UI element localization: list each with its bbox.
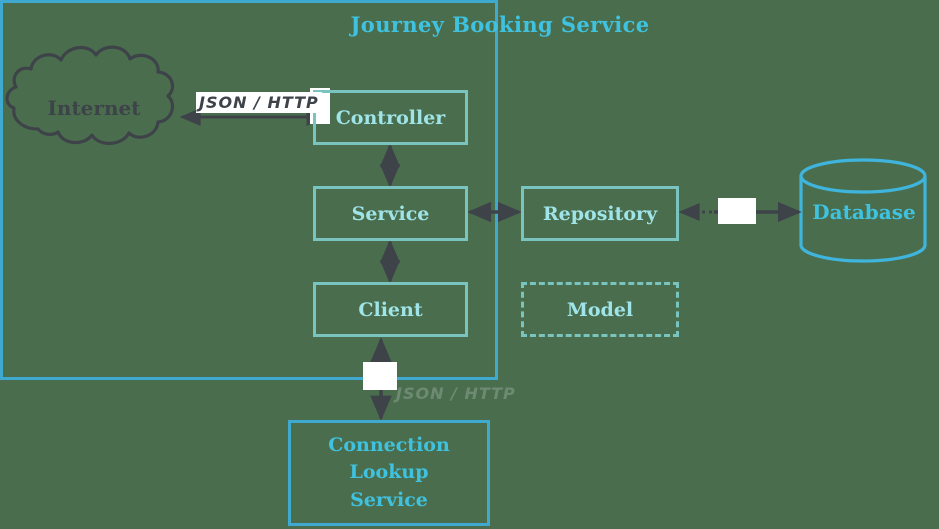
component-controller[interactable]: Controller <box>313 90 468 145</box>
component-controller-label: Controller <box>335 106 446 129</box>
edge-label-client-lookup: JSON / HTTP <box>396 384 516 403</box>
page-title: Journey Booking Service <box>350 12 650 37</box>
edge-label-internet-controller: JSON / HTTP <box>196 92 322 113</box>
journey-booking-service-container <box>0 0 498 380</box>
boundary-break-marker-database <box>718 198 756 224</box>
database-label: Database <box>812 200 916 224</box>
boundary-break-marker-lookup <box>363 362 397 390</box>
internet-label: Internet <box>47 96 141 120</box>
component-model-label: Model <box>566 298 634 321</box>
component-connection-lookup-service[interactable]: Connection Lookup Service <box>288 420 490 526</box>
component-service[interactable]: Service <box>313 186 468 241</box>
component-service-label: Service <box>351 202 430 225</box>
component-client-label: Client <box>358 298 423 321</box>
lookup-line-3: Service <box>350 488 428 511</box>
lookup-line-1: Connection <box>328 433 450 456</box>
lookup-line-2: Lookup <box>349 461 429 484</box>
component-model[interactable]: Model <box>521 282 679 337</box>
component-repository[interactable]: Repository <box>521 186 679 241</box>
component-client[interactable]: Client <box>313 282 468 337</box>
component-repository-label: Repository <box>542 202 658 225</box>
